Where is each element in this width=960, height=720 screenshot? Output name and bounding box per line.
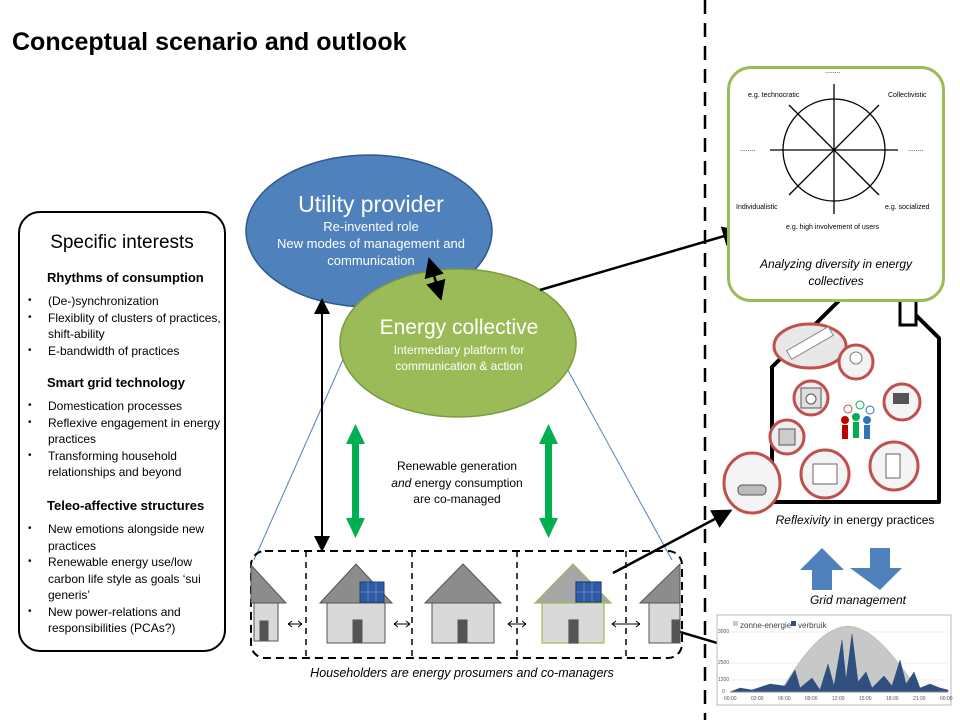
list-item: Domestication processes — [28, 398, 224, 415]
house-reflexivity-arrow — [612, 509, 733, 575]
green-double-arrow-right — [539, 424, 558, 538]
renewable-and-word: and — [391, 475, 412, 490]
households-container — [250, 550, 683, 659]
energy-collective-ellipse — [339, 268, 577, 418]
house-icon — [250, 563, 288, 642]
energy-collective-label: Energy collective Intermediary platform … — [342, 314, 576, 374]
section-heading-teleo: Teleo-affective structures — [47, 498, 205, 513]
wheel-label-individualistic: Individualistic — [736, 204, 778, 211]
chart-x-tick: 00:00 — [940, 696, 953, 702]
reflexivity-rest: in energy practices — [830, 513, 935, 527]
chart-y-tick: 1200 — [718, 677, 730, 683]
list-item: E-bandwidth of practices — [28, 343, 224, 360]
specific-interests-title: Specific interests — [50, 232, 194, 253]
wheel-label-technocratic: e.g. technocratic — [748, 92, 800, 99]
list-item: Transforming household relationships and… — [28, 448, 224, 481]
diversity-caption: Analyzing diversity in energy collective… — [759, 257, 913, 288]
utility-provider-title: Utility provider — [298, 191, 444, 217]
solar-energy-chart — [716, 614, 952, 706]
electric-car-icon — [722, 451, 782, 515]
wheel-label-top: ........ — [825, 68, 841, 75]
chart-x-tick: 12:00 — [832, 696, 845, 702]
utility-provider-line: Re-invented role — [323, 219, 419, 234]
renewable-line: and energy consumption — [372, 475, 542, 492]
teleo-list: New emotions alongside new practices Ren… — [28, 521, 224, 637]
chart-x-tick: 15:00 — [859, 696, 872, 702]
chart-x-tick: 18:00 — [886, 696, 899, 702]
chart-x-tick: 21:00 — [913, 696, 926, 702]
renewable-line-rest: energy consumption — [411, 475, 523, 490]
collective-diversity-arrow — [539, 226, 743, 292]
house-icon — [423, 563, 503, 644]
green-double-arrow-left — [346, 424, 365, 538]
house-icon — [638, 562, 681, 644]
energy-collective-line: communication & action — [395, 359, 523, 373]
people-icon — [841, 400, 875, 439]
utility-collective-arrow — [424, 257, 446, 301]
chart-x-tick: 06:00 — [778, 696, 791, 702]
grid-management-arrows — [800, 548, 902, 590]
chart-x-tick: 00:00 — [724, 696, 737, 702]
prosumers-caption: Householders are energy prosumers and co… — [310, 666, 614, 680]
reflexivity-word: Reflexivity — [775, 513, 831, 527]
energy-collective-title: Energy collective — [379, 316, 539, 339]
chart-x-tick: 03:00 — [751, 696, 764, 702]
smart-grid-list: Domestication processes Reflexive engage… — [28, 398, 224, 481]
list-item: Flexiblity of clusters of practices, shi… — [28, 310, 224, 343]
chart-y-tick: 0 — [722, 689, 725, 695]
renewable-line: are co-managed — [413, 492, 501, 506]
utility-provider-line: New modes of management and communicatio… — [277, 236, 465, 268]
house-solar-icon — [318, 563, 394, 644]
renewable-comanaged-text: Renewable generation and energy consumpt… — [372, 458, 542, 508]
chart-legend-zonne: zonne-energie — [740, 621, 792, 630]
chart-x-tick: 09:00 — [805, 696, 818, 702]
chart-y-tick: 3000 — [718, 629, 730, 635]
list-item: Renewable energy use/low carbon life sty… — [28, 554, 224, 604]
list-item: Reflexive engagement in energy practices — [28, 415, 224, 448]
list-item: New power-relations and responsibilities… — [28, 604, 224, 637]
reflexivity-caption: Reflexivity in energy practices — [770, 512, 940, 529]
list-item: (De-)synchronization — [28, 293, 224, 310]
funnel-line-left — [253, 354, 346, 561]
wheel-label-collectivistic: Collectivistic — [888, 92, 927, 99]
section-heading-rhythms: Rhythms of consumption — [47, 270, 204, 285]
list-item: New emotions alongside new practices — [28, 521, 224, 554]
house-solar-icon — [533, 563, 613, 644]
section-heading-smart-grid: Smart grid technology — [47, 375, 185, 390]
rhythms-list: (De-)synchronization Flexiblity of clust… — [28, 293, 224, 359]
renewable-line: Renewable generation — [396, 459, 518, 473]
smart-house-illustration — [722, 268, 941, 515]
specific-interests-panel — [18, 211, 226, 652]
wheel-label-bottom: e.g. high involvement of users — [786, 224, 879, 231]
chart-legend-verbruik: verbruik — [798, 621, 827, 630]
utility-provider-label: Utility provider Re-invented role New mo… — [250, 190, 492, 269]
funnel-line-right — [564, 364, 673, 561]
chart-y-tick: 2500 — [718, 660, 730, 666]
energy-collective-line: Intermediary platform for — [393, 343, 525, 357]
wheel-label-socialized: e.g. socialized — [885, 204, 930, 211]
wheel-label-left: ........ — [740, 146, 756, 153]
wheel-label-right: ........ — [908, 146, 924, 153]
grid-management-caption: Grid management — [809, 593, 907, 607]
page-title: Conceptual scenario and outlook — [12, 28, 407, 56]
house-link-arrows — [287, 620, 641, 628]
